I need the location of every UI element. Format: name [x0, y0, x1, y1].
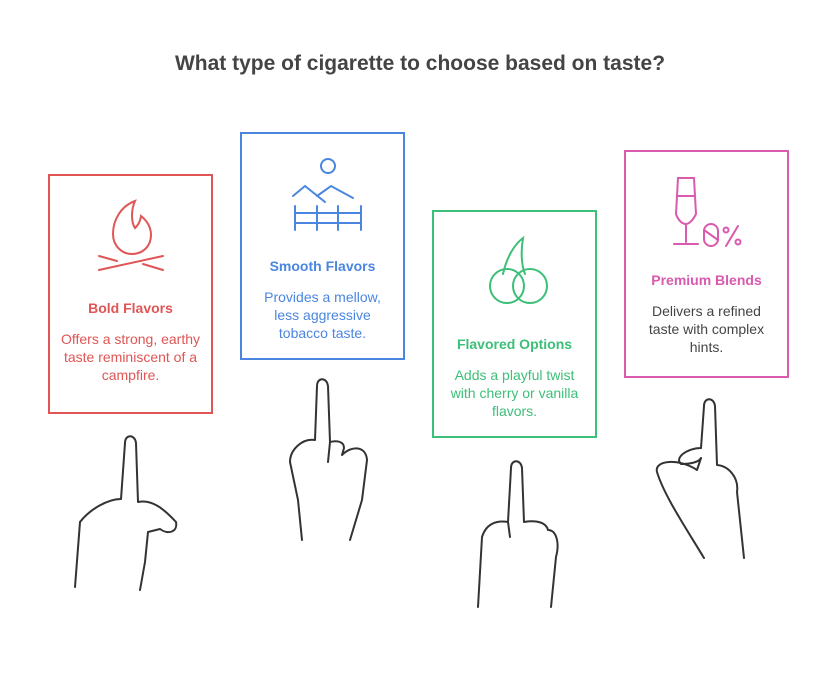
- card-description: Provides a mellow, less aggressive tobac…: [264, 289, 381, 341]
- diagram-title: What type of cigarette to choose based o…: [174, 52, 666, 75]
- card-bold-flavors: Bold Flavors Offers a strong, earthy tas…: [48, 174, 213, 414]
- card-title: Premium Blends: [651, 272, 762, 288]
- card-title: Bold Flavors: [88, 300, 173, 316]
- card-description: Offers a strong, earthy taste reminiscen…: [60, 331, 201, 383]
- card-flavored-options: Flavored Options Adds a playful twist wi…: [432, 210, 597, 438]
- card-title: Smooth Flavors: [269, 258, 376, 274]
- card-smooth-flavors: Smooth Flavors Provides a mellow, less a…: [240, 132, 405, 360]
- card-description: Adds a playful twist with cherry or vani…: [450, 367, 579, 419]
- campfire-icon: [97, 199, 164, 271]
- landscape-fence-icon: [291, 158, 362, 231]
- pointing-hand-icon: [289, 378, 368, 541]
- pointing-hand-icon: [477, 460, 559, 608]
- card-title: Flavored Options: [456, 336, 573, 352]
- cherry-icon: [488, 235, 548, 304]
- pointing-hand-icon: [655, 398, 745, 559]
- card-description: Delivers a refined taste with complex hi…: [648, 303, 765, 355]
- pointing-hand-icon: [74, 435, 178, 591]
- wine-glass-percent-icon: [672, 177, 741, 247]
- card-premium-blends: Premium Blends Delivers a refined taste …: [624, 150, 789, 378]
